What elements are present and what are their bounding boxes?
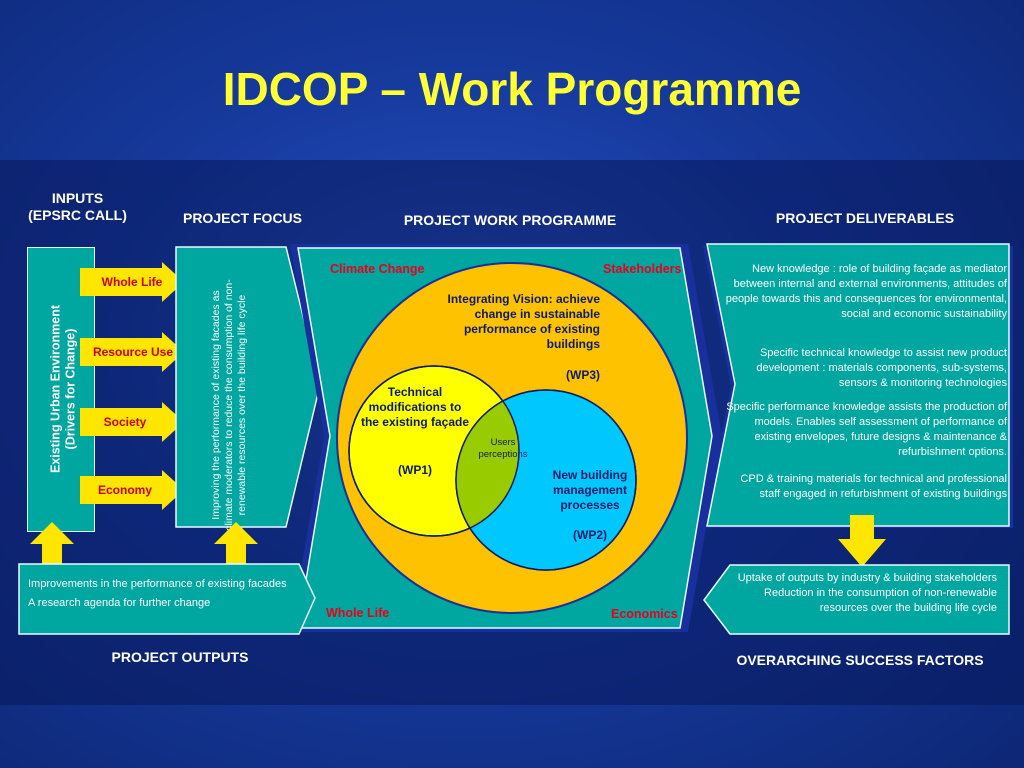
deliverable-2: Specific technical knowledge to assist n… [756,347,1007,389]
label-stakeholders: Stakeholders [603,262,682,276]
driver-economy: Economy [84,482,166,498]
venn-svg [336,262,688,614]
success-1: Uptake of outputs by industry & building… [737,572,997,584]
driver-arrow-2 [80,332,184,372]
deliverables-header: PROJECT DELIVERABLES [775,210,955,226]
outputs-header: PROJECT OUTPUTS [111,649,249,665]
up-arrow-left [30,522,74,568]
page-title: IDCOP – Work Programme [222,63,802,115]
driver-whole-life: Whole Life [84,274,180,290]
outputs-svg [18,563,316,635]
overlap-text: Users perceptions [478,437,528,460]
focus-chevron-svg [175,246,321,528]
work-programme-header: PROJECT WORK PROGRAMME [403,212,617,228]
output-2: A research agenda for further change [28,597,211,609]
left-circle-wp: (WP1) [398,463,432,477]
deliverables-svg [703,243,1013,528]
inputs-line1: Existing Urban Environment [48,304,63,474]
success-svg [703,564,1010,635]
driver-resource-use: Resource Use [92,345,174,359]
success-2: Reduction in the consumption of non-rene… [764,587,997,614]
success-box [703,564,1010,635]
label-whole-life: Whole Life [326,606,390,620]
down-arrow-svg [838,515,886,567]
up-arrow-right [214,522,258,568]
focus-header: PROJECT FOCUS [182,210,302,226]
down-arrow [838,515,886,567]
driver-society: Society [84,414,166,430]
left-circle-outline [348,365,520,537]
success-header: OVERARCHING SUCCESS FACTORS [736,652,984,668]
outer-circle-text: Integrating Vision: achieve change in su… [447,292,600,351]
outputs-text: Improvements in the performance of exist… [28,577,293,611]
right-circle-wp: (WP2) [573,528,607,542]
focus-chevron [175,246,321,528]
label-climate-change: Climate Change [330,262,425,276]
success-text: Uptake of outputs by industry & building… [725,571,997,616]
outer-circle-wp: (WP3) [566,368,600,382]
right-circle-text: New building management processes [552,468,628,512]
deliverable-3: Specific performance knowledge assists t… [726,401,1007,458]
inputs-line2: (Drivers for Change) [63,328,78,450]
deliverable-4: CPD & training materials for technical a… [740,473,1007,500]
left-circle-text: Technical modifications to the existing … [360,385,470,429]
inputs-box-text: Existing Urban Environment (Drivers for … [48,248,78,531]
inputs-header: INPUTS (EPSRC CALL) [28,190,127,223]
outputs-box [18,563,316,635]
label-economics: Economics [611,607,678,621]
deliverable-1: New knowledge : role of building façade … [725,263,1007,320]
output-1: Improvements in the performance of exist… [28,578,287,590]
right-circle-outline [455,389,637,571]
up-arrows-svg [30,522,258,568]
